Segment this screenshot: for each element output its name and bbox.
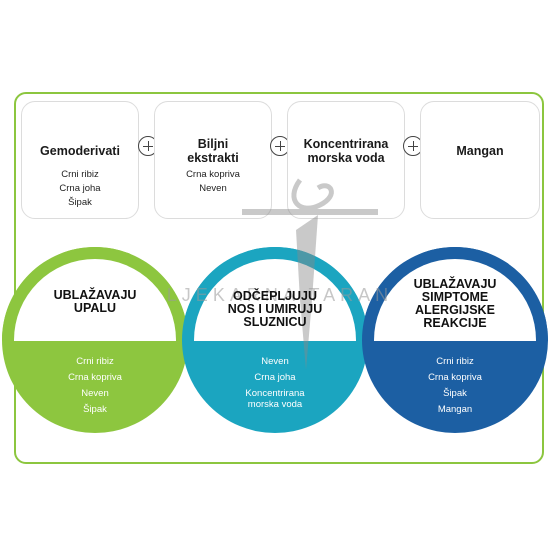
circle-blue-inner xyxy=(374,259,536,341)
circle-item: Šipak xyxy=(83,404,107,415)
circle-item: morska voda xyxy=(247,399,303,410)
circle-items-green: Crni ribiz Crna kopriva Neven Šipak xyxy=(45,354,145,418)
circle-item: Mangan xyxy=(437,404,473,415)
card-gemoderivati: Gemoderivati Crni ribiz Crna joha Šipak xyxy=(21,101,139,219)
card-title: Mangan xyxy=(456,144,504,158)
card-mangan: Mangan xyxy=(420,101,540,219)
circle-items-teal: Neven Crna joha Koncentrirana morska vod… xyxy=(225,354,325,415)
circle-item: Crni ribiz xyxy=(436,356,474,367)
circle-items-blue: Crni ribiz Crna kopriva Šipak Mangan xyxy=(405,354,505,418)
card-items: Crna kopriva Neven xyxy=(155,168,271,196)
plus-icon xyxy=(138,136,158,156)
circle-title-green: UBLAŽAVAJU UPALU xyxy=(53,288,137,315)
circle-item: Crna joha xyxy=(254,372,296,383)
outer-frame xyxy=(14,92,544,464)
watermark-text: LJEKARNA TARAN xyxy=(166,285,394,305)
card-title: Koncentrirana morska voda xyxy=(303,137,389,165)
card-item: Crna joha xyxy=(59,183,101,194)
card-title: Gemoderivati xyxy=(40,144,120,158)
caduceus-watermark-icon xyxy=(242,178,378,370)
circle-item: Šipak xyxy=(443,388,467,399)
circle-item: Crna kopriva xyxy=(428,372,482,383)
circle-item: Neven xyxy=(81,388,109,399)
circle-teal-inner xyxy=(194,259,356,341)
circle-item: Neven xyxy=(261,356,289,367)
circle-item: Koncentrirana xyxy=(245,388,305,399)
card-item: Neven xyxy=(199,183,227,194)
card-item: Crna kopriva xyxy=(186,169,240,180)
card-biljni-ekstrakti: Biljni ekstrakti Crna kopriva Neven xyxy=(154,101,272,219)
circle-item: Crni ribiz xyxy=(76,356,114,367)
circle-title-blue: UBLAŽAVAJU SIMPTOME ALERGIJSKE REAKCIJE xyxy=(413,277,497,330)
plus-icon xyxy=(270,136,290,156)
circle-green-inner xyxy=(14,259,176,341)
card-item: Šipak xyxy=(68,197,92,208)
card-item: Crni ribiz xyxy=(61,169,99,180)
card-koncentrirana-morska-voda: Koncentrirana morska voda xyxy=(287,101,405,219)
circle-item: Crna kopriva xyxy=(68,372,122,383)
card-title: Biljni ekstrakti xyxy=(187,137,239,165)
circle-title-teal: ODČEPLJUJU NOS I UMIRUJU SLUZNICU xyxy=(227,289,323,329)
card-items: Crni ribiz Crna joha Šipak xyxy=(22,168,138,210)
